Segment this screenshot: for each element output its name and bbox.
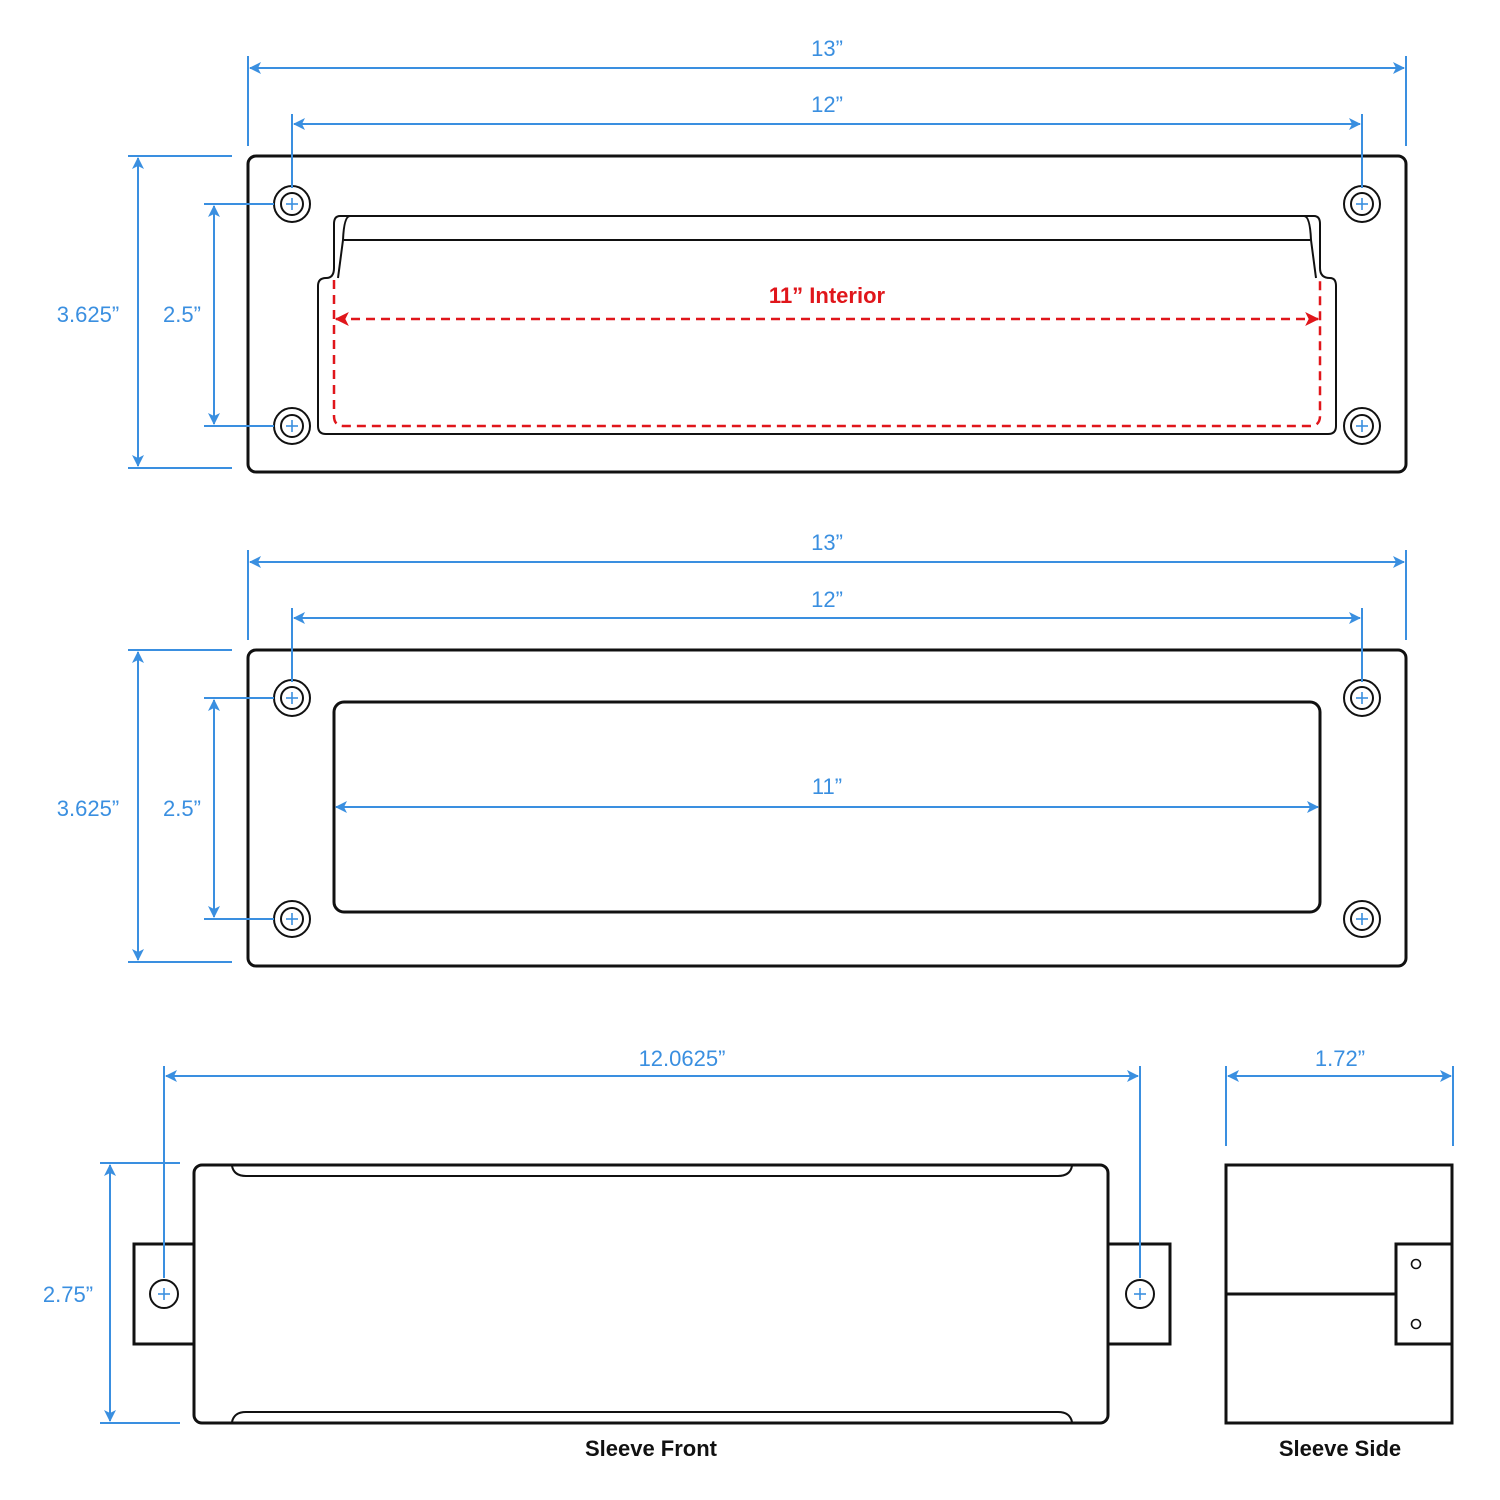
screw-icon [1343,407,1381,445]
sleeve-length-label: 12.0625” [639,1046,726,1071]
middle-opening-outline [332,700,1322,914]
interior-dashed-outline [332,280,1322,428]
top-flap-left-bevel [337,215,351,279]
screw-icon [273,900,311,938]
sleeve-front-caption: Sleeve Front [585,1436,718,1461]
screw-icon [1343,185,1381,223]
sleeve-front-view: 12.0625” 2.75” Sleeve Front [43,1046,1172,1461]
screw-icon [273,407,311,445]
width-13-label: 13” [811,36,843,61]
top-flap-right-bevel [1303,215,1317,279]
height-25-label: 2.5” [163,796,201,821]
screw-icon [273,185,311,223]
sleeve-front-body [192,1163,1110,1425]
sleeve-side-view: 1.72” Sleeve Side [1224,1046,1454,1461]
screw-icon [1343,679,1381,717]
sleeve-top-lip [231,1165,1073,1177]
sleeve-side-caption: Sleeve Side [1279,1436,1401,1461]
width-13-label: 13” [811,530,843,555]
screw-icon [1125,1279,1155,1309]
middle-view: 11” 13” 12” 3.625” 2.5” [57,530,1408,968]
height-3625-label: 3.625” [57,302,119,327]
width-12-label: 12” [811,92,843,117]
sleeve-bottom-lip [231,1411,1073,1423]
sleeve-side-tab [1394,1242,1454,1346]
sleeve-depth-label: 1.72” [1315,1046,1365,1071]
middle-faceplate-outline [246,648,1408,968]
top-faceplate-outline [246,154,1408,474]
top-flap-outline [317,215,1337,435]
hole-icon [1410,1258,1422,1270]
hole-icon [1410,1318,1422,1330]
screw-icon [149,1279,179,1309]
interior-label: 11” Interior [769,283,886,308]
screw-icon [1343,900,1381,938]
opening-11-label: 11” [812,774,842,799]
height-25-label: 2.5” [163,302,201,327]
screw-icon [273,679,311,717]
width-12-label: 12” [811,587,843,612]
sleeve-height-label: 2.75” [43,1282,93,1307]
height-3625-label: 3.625” [57,796,119,821]
top-view: 11” Interior 13” 12” 3.625” [57,36,1408,474]
